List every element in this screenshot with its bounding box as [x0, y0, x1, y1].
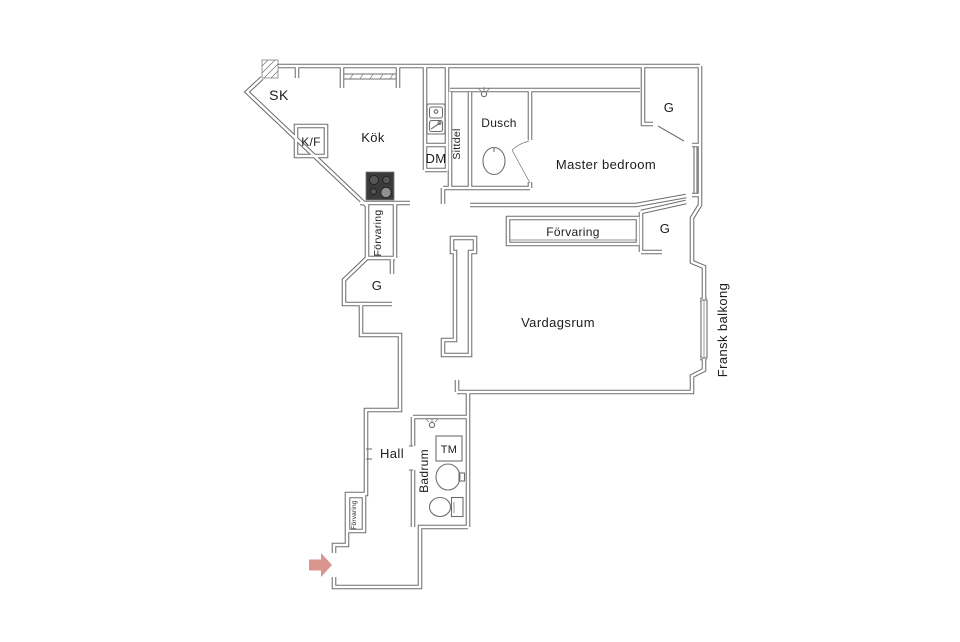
shower-icon-badrum: [425, 418, 439, 429]
vent-icon: [261, 59, 279, 79]
label-dusch: Dusch: [481, 116, 517, 130]
wall-sittdel-strip: [448, 92, 472, 188]
label-kok: Kök: [361, 130, 385, 145]
labels: SK K/F Kök DM Sittdel Dusch Master bedro…: [269, 87, 730, 530]
wall-window-right-jambs: [692, 143, 700, 197]
label-kf: K/F: [301, 135, 321, 149]
wall-window-top-jambs: [340, 66, 400, 88]
label-sittdel: Sittdel: [451, 128, 463, 159]
wall-badrum: [411, 415, 468, 527]
label-g-bedroom: G: [664, 100, 675, 115]
entry-arrow-icon: [309, 553, 332, 577]
label-dm: DM: [425, 151, 446, 166]
wall-bedroom-bottom: [470, 193, 687, 208]
wall-right-lower: [455, 358, 706, 394]
wall-bedroom-bottom: [470, 194, 687, 207]
balcony-door: [700, 299, 708, 359]
wall-forvaring-entry: [346, 494, 366, 533]
label-g-shelf: G: [660, 221, 671, 236]
toilet-icon: [428, 496, 464, 518]
label-badrum: Badrum: [417, 449, 431, 493]
fixtures: [261, 59, 708, 577]
label-forvaring-kitchen: Förvaring: [372, 209, 384, 256]
wall-inner-pass: [245, 64, 707, 589]
wall-dusch-bottom: [440, 185, 530, 204]
washing-machine-icon: [435, 435, 463, 462]
wall-dusch-bottom: [441, 186, 530, 204]
label-tm: TM: [441, 444, 457, 456]
label-g-kitchen: G: [372, 278, 383, 293]
wall-west-lower: [331, 524, 468, 590]
wall-g-kitchen: [361, 258, 394, 306]
wall-west-upper: [332, 257, 402, 553]
label-forvaring-entry: Förvaring: [351, 500, 358, 529]
window-bedroom: [693, 147, 698, 193]
washbasin-icon-badrum: [435, 463, 466, 491]
door-jambs-hall: [366, 448, 372, 460]
window-kitchen: [344, 73, 396, 80]
door-swing-dusch: [511, 140, 531, 184]
wall-forvaring-shelf: [506, 216, 640, 246]
label-fransk-balkong: Fransk balkong: [715, 283, 730, 377]
wall-forvaring-kitchen: [365, 204, 397, 260]
stove-icon: [365, 171, 395, 201]
wall-diagonal: [245, 77, 368, 207]
label-sk: SK: [269, 87, 289, 103]
wall-kf-closet: [294, 124, 328, 158]
label-master-bedroom: Master bedroom: [556, 157, 656, 172]
sink-icon: [426, 103, 446, 135]
label-hall: Hall: [380, 446, 404, 461]
label-vardagsrum: Vardagsrum: [521, 315, 595, 330]
wall-window-top-jambs: [339, 66, 401, 88]
wall-g-shelf: [639, 200, 687, 254]
wall-g-bedroom: [640, 66, 653, 127]
wall-west-lower: [332, 525, 468, 589]
wall-right-lower: [454, 358, 707, 395]
wall-g-bedroom: [641, 66, 653, 126]
wall-right-upper: [690, 66, 706, 300]
washbasin-icon-dusch: [482, 146, 506, 176]
door-leaf-g-bedroom: [657, 125, 685, 142]
door-jambs-badrum: [409, 445, 413, 471]
label-forvaring-shelf: Förvaring: [546, 225, 599, 239]
wall-lr-column: [441, 236, 477, 357]
shower-icon-dusch: [477, 87, 491, 98]
wall-sink-column: [423, 66, 449, 172]
